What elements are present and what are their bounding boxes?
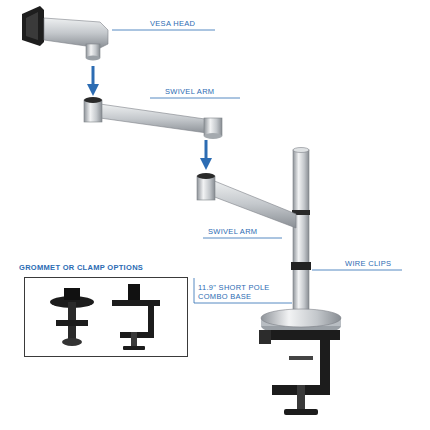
clamp-option-part — [131, 332, 137, 348]
vesa-head-part — [26, 12, 38, 40]
pole-part — [291, 262, 311, 270]
swivel-arm-part — [197, 176, 215, 200]
leader-line — [112, 30, 402, 303]
grommet-option — [50, 288, 94, 346]
option-inset-box: GROMMET OR CLAMP OPTIONS — [24, 277, 188, 357]
clamp-base-part — [259, 330, 271, 344]
clamp-base-part — [297, 385, 305, 411]
swivel-arm-part — [204, 133, 222, 139]
swivel-arm — [84, 97, 222, 139]
swivel-arm-part — [100, 104, 214, 134]
part-label: 11.9" SHORT POLE COMBO BASE — [198, 283, 288, 301]
clamp-base — [259, 309, 341, 415]
swivel-arm-part — [197, 173, 215, 179]
install-arrow-part — [205, 140, 208, 164]
grommet-option-part — [64, 288, 80, 300]
leader-line-part — [194, 278, 195, 303]
swivel-arm-part — [84, 100, 102, 122]
grommet-option-part — [56, 320, 88, 326]
inset-heading: GROMMET OR CLAMP OPTIONS — [19, 263, 143, 272]
leader-line-part — [194, 303, 292, 304]
swivel-arm-part — [212, 180, 296, 228]
leader-line-part — [312, 270, 402, 271]
clamp-option-part — [123, 346, 145, 350]
vesa-head-part — [86, 56, 100, 61]
leader-line-part — [150, 98, 240, 99]
leader-line-part — [203, 238, 282, 239]
swivel-arm — [197, 173, 296, 228]
leader-line-part — [112, 30, 215, 31]
pole-part — [293, 150, 309, 318]
pole — [291, 148, 311, 319]
swivel-arm-part — [84, 97, 102, 103]
clamp-option — [112, 284, 160, 350]
pole-part — [293, 148, 309, 153]
clamp-base-part — [284, 409, 318, 415]
vesa-head-part — [22, 6, 44, 46]
clamp-base-part — [289, 356, 313, 360]
part-label: SWIVEL ARM — [208, 227, 257, 236]
part-label: SWIVEL ARM — [165, 87, 214, 96]
vesa-head — [22, 6, 108, 61]
part-label: VESA HEAD — [150, 19, 195, 28]
clamp-base-part — [261, 309, 341, 327]
part-label: WIRE CLIPS — [345, 259, 391, 268]
grommet-option-part — [62, 338, 82, 346]
vesa-head-part — [44, 18, 108, 48]
clamp-option-part — [128, 284, 140, 300]
install-arrow-part — [92, 66, 95, 90]
